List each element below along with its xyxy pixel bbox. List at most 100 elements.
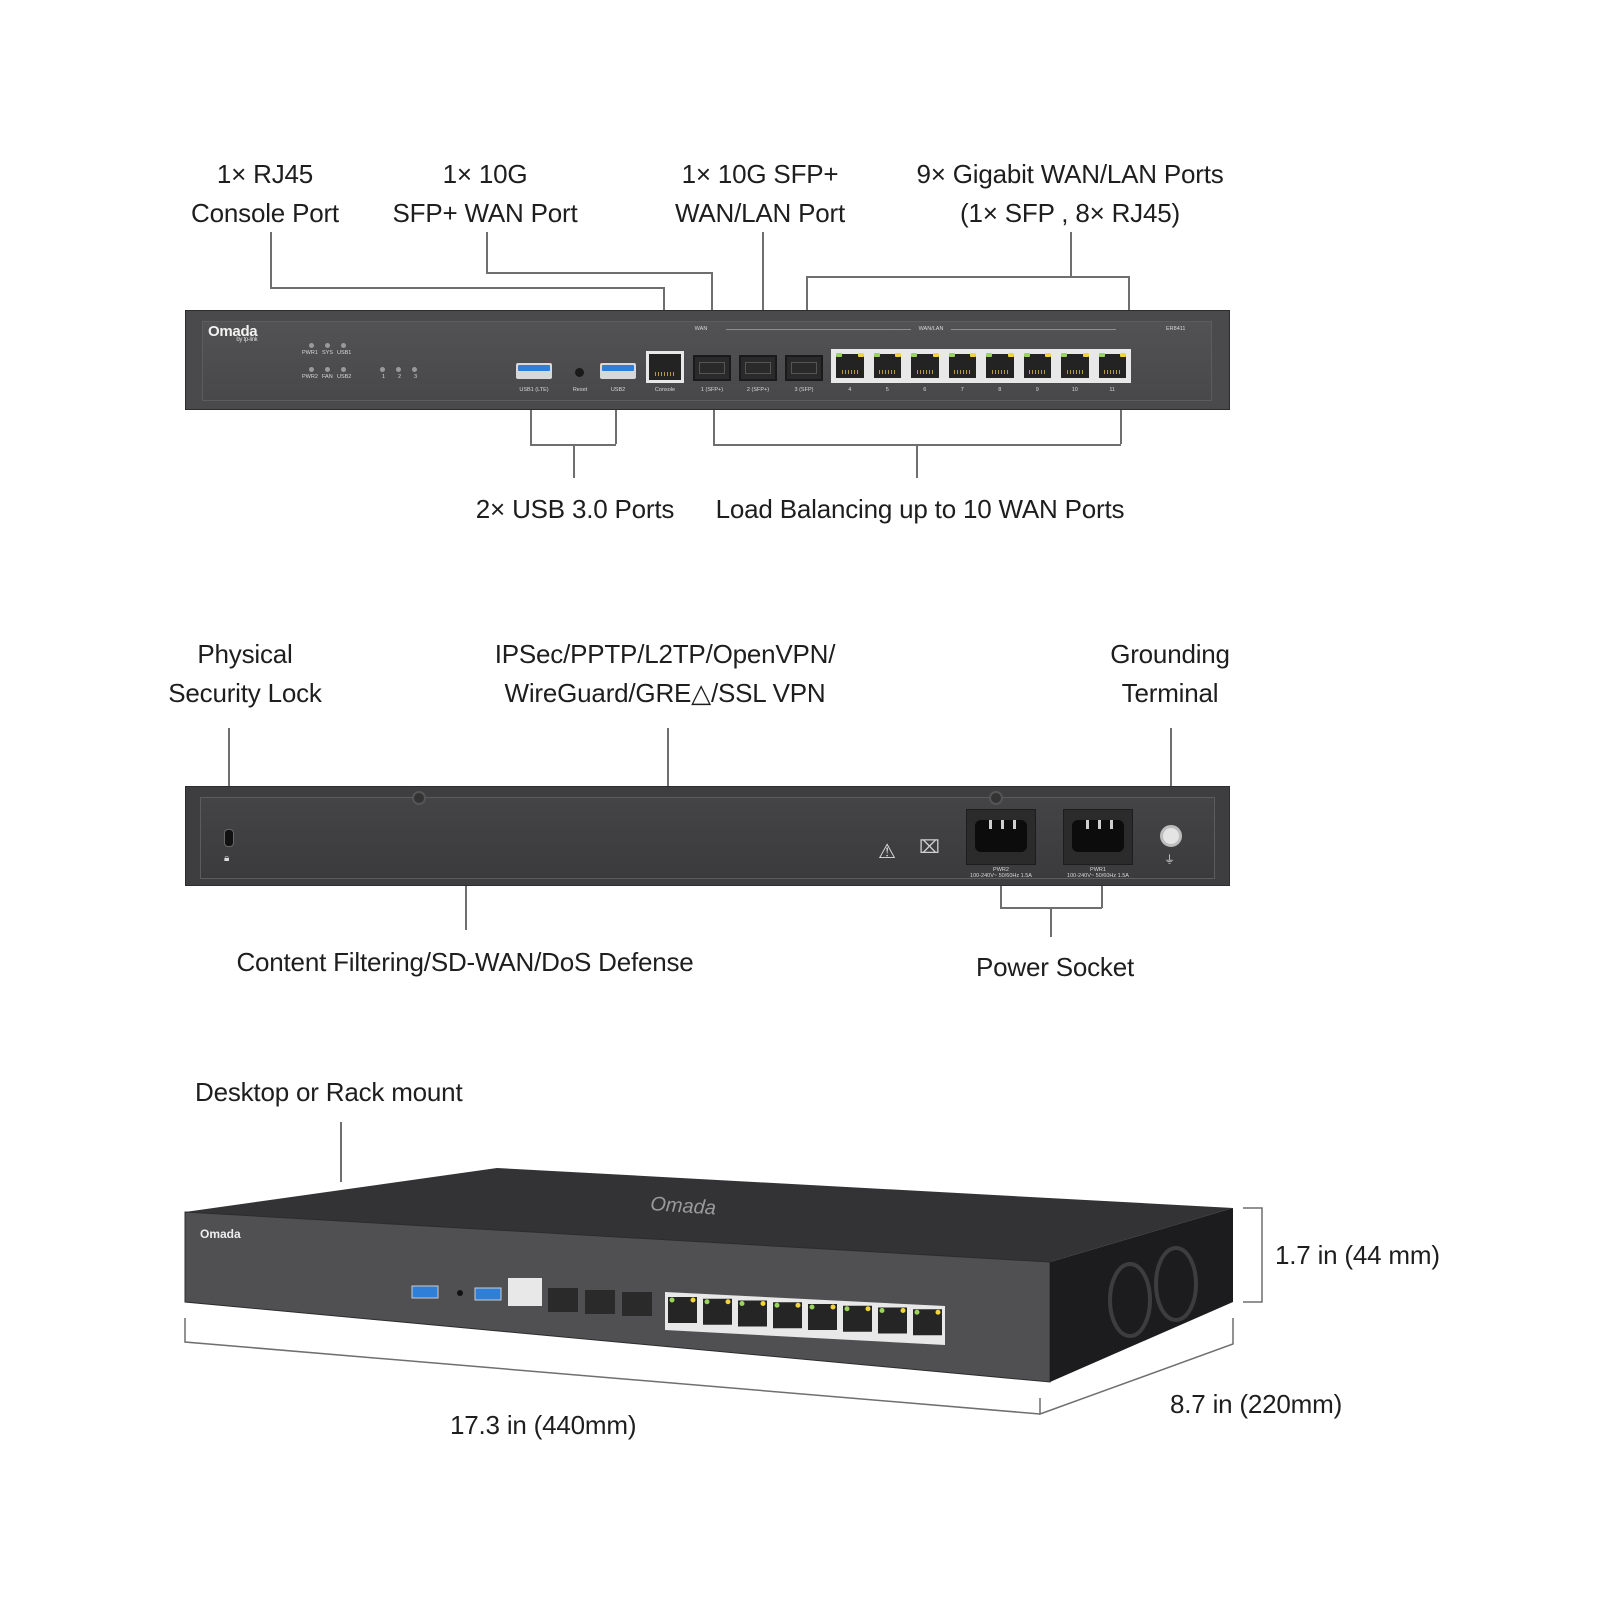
leader-line [486, 232, 488, 272]
usb1-port[interactable] [411, 1285, 439, 1299]
rj45-port-9[interactable] [1020, 351, 1054, 381]
activity-led [932, 353, 939, 357]
power-socket-pwr2[interactable] [966, 809, 1036, 865]
link-led [879, 1308, 885, 1313]
leader-line [1000, 886, 1002, 908]
callout-line: Grounding [1110, 639, 1230, 669]
usb2-port[interactable] [600, 363, 636, 379]
activity-led [895, 353, 901, 357]
callout-security-features: Content Filtering/SD-WAN/DoS Defense [236, 947, 694, 977]
led-indicator [341, 367, 346, 372]
sfp-port-1[interactable] [693, 355, 731, 381]
leader-line [270, 232, 272, 287]
brand-name: Omada [208, 323, 258, 340]
router-top-lid [185, 1168, 1233, 1262]
console-port[interactable] [646, 351, 684, 383]
wanlan-bracket-line [726, 329, 911, 330]
callout-line: IPSec/PPTP/L2TP/OpenVPN/ [494, 639, 836, 669]
callout-line: 1× RJ45 [216, 159, 314, 189]
rj45-port-5[interactable] [870, 351, 904, 381]
depth-dimension-line [1039, 1318, 1234, 1416]
rj45-port-label: 9 [1035, 387, 1039, 393]
activity-led [830, 1304, 836, 1310]
sfp-port[interactable] [585, 1290, 615, 1314]
activity-led [690, 1297, 696, 1303]
led-number: 2 [398, 374, 402, 380]
dimension-height: 1.7 in (44 mm) [1275, 1240, 1440, 1270]
leader-line [465, 886, 467, 930]
reset-button[interactable] [575, 368, 584, 377]
led-label: SYS [322, 350, 334, 356]
leader-line [711, 272, 713, 347]
callout-security-lock: Physical Security Lock [150, 635, 340, 713]
leader-line [340, 1122, 342, 1182]
sfp-port[interactable] [622, 1292, 652, 1316]
leader-line [762, 232, 764, 347]
rj45-port-label: 11 [1109, 387, 1116, 393]
callout-line: WAN/LAN Port [674, 198, 845, 228]
callout-line: Terminal [1121, 678, 1219, 708]
led-label: FAN [322, 374, 333, 380]
screw-icon [412, 791, 426, 805]
callout-vpn: IPSec/PPTP/L2TP/OpenVPN/ WireGuard/GRE△/… [480, 635, 850, 713]
led-label: USB1 [337, 350, 352, 356]
router-front-panel: Omada by tp-link PWR1 SYS USB1 PWR2 FAN … [185, 310, 1230, 410]
rj45-port-7[interactable] [945, 351, 979, 381]
rj45-port-6[interactable] [908, 351, 942, 381]
omada-logo: Omada by tp-link [208, 323, 258, 343]
led-number: 3 [414, 374, 418, 380]
callout-line: Security Lock [168, 678, 322, 708]
rj45-port-block [665, 1292, 945, 1345]
top-logo: Omada [650, 1193, 717, 1220]
rj45-port-8[interactable] [983, 351, 1017, 381]
height-dimension-line [1243, 1207, 1263, 1303]
kensington-lock-slot[interactable] [224, 829, 234, 847]
rj45-port-4[interactable] [833, 351, 867, 381]
callout-line: Physical [197, 639, 293, 669]
power-socket-pwr1[interactable] [1063, 809, 1133, 865]
callout-line: 9× Gigabit WAN/LAN Ports [916, 159, 1224, 189]
sfp-port-3[interactable] [785, 355, 823, 381]
rj45-port-10[interactable] [1058, 351, 1092, 381]
wanlan-group-label: WAN/LAN [918, 326, 944, 332]
link-led [809, 1304, 815, 1310]
led-indicator [309, 343, 314, 348]
dimension-depth: 8.7 in (220mm) [1170, 1389, 1343, 1419]
sfp-port[interactable] [548, 1288, 578, 1312]
leader-line [1070, 232, 1072, 276]
callout-sfp-wan-port: 1× 10G SFP+ WAN Port [380, 155, 590, 233]
leader-line [615, 410, 617, 444]
leader-line [573, 444, 575, 478]
grounding-terminal[interactable] [1160, 825, 1182, 847]
led-label: PWR2 [302, 374, 318, 380]
leader-line [667, 728, 669, 788]
brand-sub: by tp-link [236, 337, 258, 343]
activity-led [1082, 353, 1089, 357]
sfp-port-2[interactable] [739, 355, 777, 381]
wanlan-bracket-line [951, 329, 1116, 330]
link-led [914, 1309, 920, 1315]
wan-group-label: WAN [694, 326, 708, 332]
leader-line [916, 444, 918, 478]
leader-line [1050, 907, 1052, 937]
leader-line [1128, 276, 1130, 316]
led-indicator [325, 343, 330, 348]
omada-logo: Omada [200, 1227, 241, 1241]
usb1-port[interactable] [516, 363, 552, 379]
leader-line [1101, 886, 1103, 908]
led-indicator [325, 367, 330, 372]
activity-led [865, 1306, 871, 1312]
leader-line [713, 410, 715, 444]
model-label: ER8411 [1166, 326, 1186, 332]
usb2-port[interactable] [474, 1287, 502, 1301]
console-port[interactable] [508, 1278, 542, 1306]
reset-button[interactable] [457, 1290, 463, 1296]
leader-line [1170, 728, 1172, 836]
rj45-port-11[interactable] [1095, 351, 1129, 381]
led-label: PWR1 [302, 350, 318, 356]
router-rear-panel: 🔒︎ ⚠ ⌧ PWR2 100-240V~ 50/60Hz 1.5A PWR1 … [185, 786, 1230, 886]
pwr1-label: PWR1 100-240V~ 50/60Hz 1.5A [1048, 867, 1148, 879]
socket-label: PWR1 [1090, 867, 1106, 873]
leader-line [806, 276, 1129, 278]
warning-triangle-icon: ⚠ [878, 841, 896, 863]
